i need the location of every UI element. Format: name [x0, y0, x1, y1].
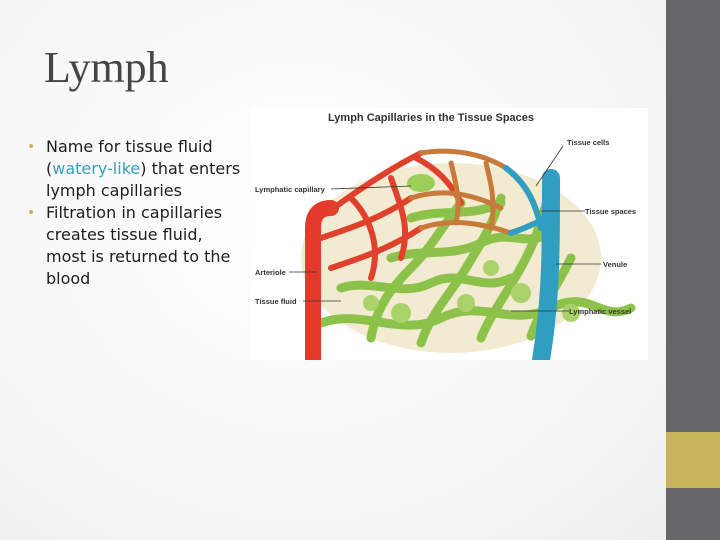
- label-lymphatic-capillary: Lymphatic capillary: [255, 185, 325, 194]
- figure-title: Lymph Capillaries in the Tissue Spaces: [328, 112, 535, 124]
- bullet-highlight: watery-like: [52, 159, 141, 178]
- bullet-text: Name for tissue fluid (: [46, 137, 213, 178]
- label-venule: Venule: [603, 260, 628, 269]
- label-tissue-cells: Tissue cells: [567, 138, 610, 147]
- bullet-text: Filtration in capillaries creates tissue…: [46, 203, 231, 288]
- bullet-icon: •: [27, 139, 36, 155]
- slide-title: Lymph: [44, 43, 169, 92]
- lymph-capillaries-figure: Lymph Capillaries in the Tissue Spaces T…: [251, 108, 648, 369]
- label-tissue-fluid: Tissue fluid: [255, 297, 297, 306]
- label-tissue-spaces: Tissue spaces: [585, 207, 637, 216]
- label-lymphatic-vessel: Lymphatic vessel: [569, 307, 632, 316]
- bullet-item: • Name for tissue fluid (watery-like) th…: [26, 136, 246, 202]
- label-arteriole: Arteriole: [255, 268, 286, 277]
- lymph-capillaries-illustration: [251, 108, 648, 369]
- sidebar-accent-block: [666, 432, 720, 488]
- bullet-icon: •: [27, 205, 36, 221]
- bullet-list: • Name for tissue fluid (watery-like) th…: [26, 136, 246, 290]
- bullet-item: • Filtration in capillaries creates tiss…: [26, 202, 246, 290]
- bullet-text: ) that enters lymph capillaries: [46, 159, 241, 200]
